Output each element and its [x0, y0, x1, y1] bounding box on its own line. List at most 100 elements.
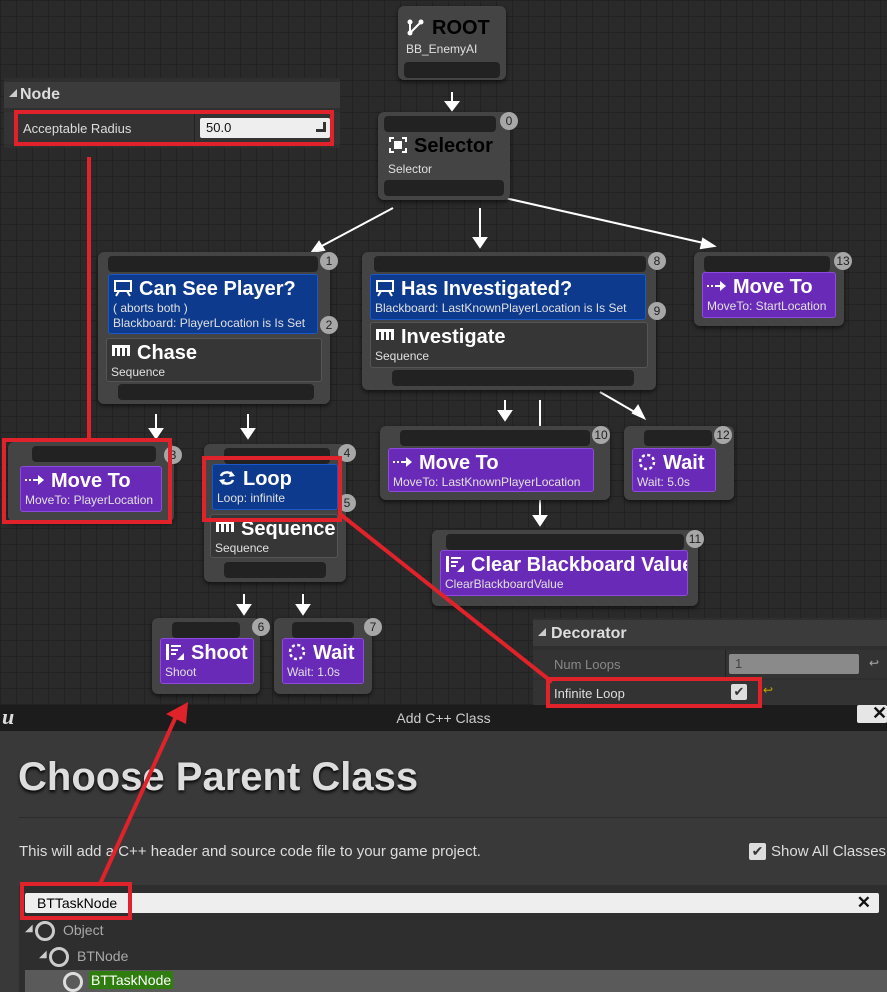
wait-5s-task[interactable]: Wait Wait: 5.0s [632, 448, 716, 492]
wait-1s-subtitle: Wait: 1.0s [287, 665, 340, 679]
branch-icon [407, 19, 424, 36]
chase-composite-node[interactable]: 1 Can See Player? ( aborts both ) Blackb… [98, 252, 338, 404]
root-title: ROOT [432, 17, 490, 39]
has-investigated-title: Has Investigated? [401, 278, 573, 300]
move-to-last-known-task[interactable]: Move To MoveTo: LastKnownPlayerLocation [388, 448, 594, 492]
class-picker: BTTaskNode ✕ ◢ Object ◢ BTNode BTTaskNod… [19, 885, 887, 992]
infinite-loop-label: Infinite Loop [554, 686, 625, 701]
chase-output-pin[interactable] [118, 384, 314, 400]
sequence-title: Sequence [241, 518, 336, 540]
loop-subtitle: Loop: infinite [217, 491, 286, 505]
sequence-subtitle: Sequence [215, 541, 270, 555]
execution-index-badge: 11 [686, 530, 704, 548]
root-node[interactable]: ROOT BB_EnemyAI [398, 6, 506, 80]
acceptable-radius-field[interactable]: 50.0 [200, 118, 330, 138]
collapse-arrow-icon[interactable] [9, 89, 17, 97]
behavior-tree-graph[interactable]: ROOT BB_EnemyAI 0 Selector Selector 1 Ca… [0, 0, 887, 705]
divider [19, 817, 887, 818]
wait-5s-node[interactable]: 12 Wait Wait: 5.0s [624, 426, 734, 500]
move-to-start-task[interactable]: Move To MoveTo: StartLocation [702, 272, 836, 318]
investigate-output-pin[interactable] [392, 370, 634, 386]
execution-index-badge: 8 [648, 252, 666, 270]
tree-item-bttasknode[interactable]: BTTaskNode [25, 970, 887, 992]
class-search-input[interactable]: BTTaskNode ✕ [25, 893, 879, 913]
investigate-composite-node[interactable]: 8 Has Investigated? Blackboard: LastKnow… [362, 252, 666, 390]
decorator-condition: Blackboard: PlayerLocation is Is Set [113, 316, 306, 330]
decorator-condition: Blackboard: LastKnownPlayerLocation is I… [375, 301, 627, 315]
move-to-last-known-subtitle: MoveTo: LastKnownPlayerLocation [393, 475, 581, 489]
execution-index-badge: 6 [252, 618, 270, 636]
can-see-player-title: Can See Player? [139, 278, 296, 300]
selector-node[interactable]: 0 Selector Selector [378, 112, 518, 200]
close-button[interactable] [857, 705, 887, 723]
drag-handle-icon[interactable] [316, 122, 326, 132]
collapse-arrow-icon[interactable] [538, 628, 546, 636]
clear-search-icon[interactable]: ✕ [856, 893, 871, 912]
decorator-panel-header[interactable]: Decorator [533, 620, 887, 646]
wait-1s-input-pin[interactable] [292, 622, 354, 638]
execution-index-badge: 12 [714, 426, 732, 444]
root-subtitle: BB_EnemyAI [406, 42, 478, 56]
acceptable-radius-label: Acceptable Radius [23, 121, 132, 136]
execution-index-badge: 0 [500, 112, 518, 130]
num-loops-field[interactable]: 1 [729, 654, 859, 674]
clear-blackboard-input-pin[interactable] [446, 534, 684, 550]
move-to-last-known-node[interactable]: 10 Move To MoveTo: LastKnownPlayerLocati… [380, 426, 610, 500]
wait-icon [288, 643, 306, 661]
blackboard-icon [114, 280, 132, 297]
shoot-task[interactable]: Shoot Shoot [160, 638, 254, 684]
move-to-player-node[interactable]: 3 Move To MoveTo: PlayerLocation [8, 442, 182, 522]
investigate-subtitle: Sequence [375, 349, 430, 363]
tree-item-btnode[interactable]: ◢ BTNode [25, 945, 425, 969]
wait-1s-title: Wait [313, 642, 355, 664]
chase-input-pin[interactable] [108, 256, 318, 272]
has-investigated-decorator[interactable]: Has Investigated? Blackboard: LastKnownP… [370, 274, 646, 320]
execution-index-badge: 1 [320, 252, 338, 270]
wait-5s-input-pin[interactable] [644, 430, 712, 446]
node-panel-header[interactable]: Node [4, 82, 340, 108]
tree-item-object[interactable]: ◢ Object [25, 919, 425, 943]
dialog-title-bar[interactable]: u Add C++ Class ✕ [0, 703, 887, 731]
wait-1s-task[interactable]: Wait Wait: 1.0s [282, 638, 364, 684]
expand-arrow-icon[interactable]: ◢ [39, 949, 47, 960]
task-list-icon [166, 644, 184, 660]
selector-input-pin[interactable] [384, 116, 496, 132]
selector-title: Selector [414, 135, 493, 157]
close-icon[interactable]: ✕ [872, 703, 887, 723]
wait-1s-node[interactable]: 7 Wait Wait: 1.0s [274, 618, 382, 694]
reset-to-default-icon[interactable]: ↩ [763, 683, 774, 697]
expand-arrow-icon[interactable]: ◢ [25, 923, 33, 934]
clear-blackboard-task[interactable]: Clear Blackboard Value ClearBlackboardVa… [440, 550, 688, 596]
move-arrow-icon [25, 475, 44, 485]
reset-icon[interactable]: ↩ [869, 656, 880, 670]
class-search-text: BTTaskNode [37, 895, 118, 911]
execution-index-badge: 9 [648, 302, 666, 320]
investigate-sequence[interactable]: Investigate Sequence [370, 322, 648, 368]
decorator-details-panel: Decorator Num Loops 1 ↩ Infinite Loop ✔ … [533, 618, 887, 705]
move-to-player-task[interactable]: Move To MoveTo: PlayerLocation [20, 466, 162, 512]
class-icon [35, 921, 55, 941]
wait-5s-title: Wait [663, 452, 705, 474]
shoot-input-pin[interactable] [172, 622, 240, 638]
root-output-pin[interactable] [404, 62, 500, 78]
move-to-player-input-pin[interactable] [32, 446, 156, 462]
chase-sequence[interactable]: Chase Sequence [106, 338, 322, 382]
move-to-last-known-input-pin[interactable] [400, 430, 590, 446]
investigate-input-pin[interactable] [374, 256, 646, 272]
move-to-start-node[interactable]: 13 Move To MoveTo: StartLocation [694, 252, 852, 326]
can-see-player-decorator[interactable]: Can See Player? ( aborts both ) Blackboa… [108, 274, 318, 334]
selector-output-pin[interactable] [384, 180, 504, 196]
investigate-title: Investigate [401, 326, 506, 348]
loop-sequence-output-pin[interactable] [224, 562, 326, 578]
shoot-node[interactable]: 6 Shoot Shoot [152, 618, 270, 694]
move-to-start-input-pin[interactable] [704, 256, 830, 272]
blackboard-icon [376, 280, 394, 297]
loop-title: Loop [243, 468, 292, 490]
infinite-loop-checkbox[interactable]: ✔ [731, 684, 747, 700]
show-all-classes-checkbox[interactable]: ✔ [749, 843, 766, 860]
decorator-panel-title: Decorator [551, 625, 627, 642]
clear-blackboard-node[interactable]: 11 Clear Blackboard Value ClearBlackboar… [432, 530, 704, 606]
loop-decorator[interactable]: Loop Loop: infinite [212, 464, 338, 510]
column-divider [194, 112, 195, 144]
execution-index-badge: 2 [320, 316, 338, 334]
